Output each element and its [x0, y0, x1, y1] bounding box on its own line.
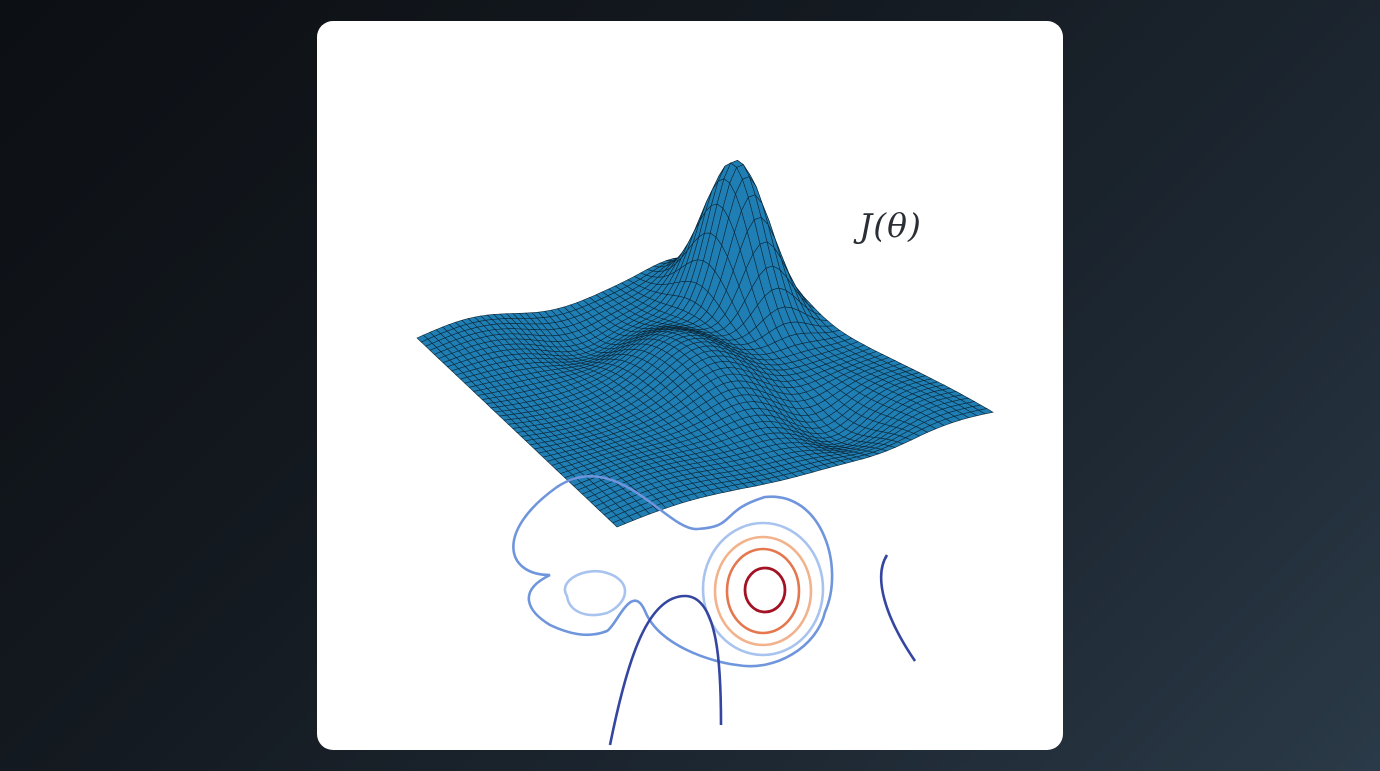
contour-line-peak-2: [713, 535, 813, 647]
loss-surface-figure: [416, 160, 994, 746]
contour-plot: [512, 474, 917, 746]
contour-line-outer: [512, 474, 834, 668]
contour-line-peak-4: [743, 566, 787, 614]
contour-line-valley: [608, 594, 723, 746]
contour-line-right: [879, 554, 917, 662]
loss-surface-3d: [416, 160, 994, 528]
contour-line-left-basin: [563, 570, 627, 617]
contour-line-peak-1: [701, 521, 825, 657]
figure-card: J(θ): [317, 21, 1063, 750]
contour-line-peak-3: [725, 547, 801, 635]
surface-mesh-cell: [612, 519, 626, 528]
function-label: J(θ): [859, 206, 922, 245]
